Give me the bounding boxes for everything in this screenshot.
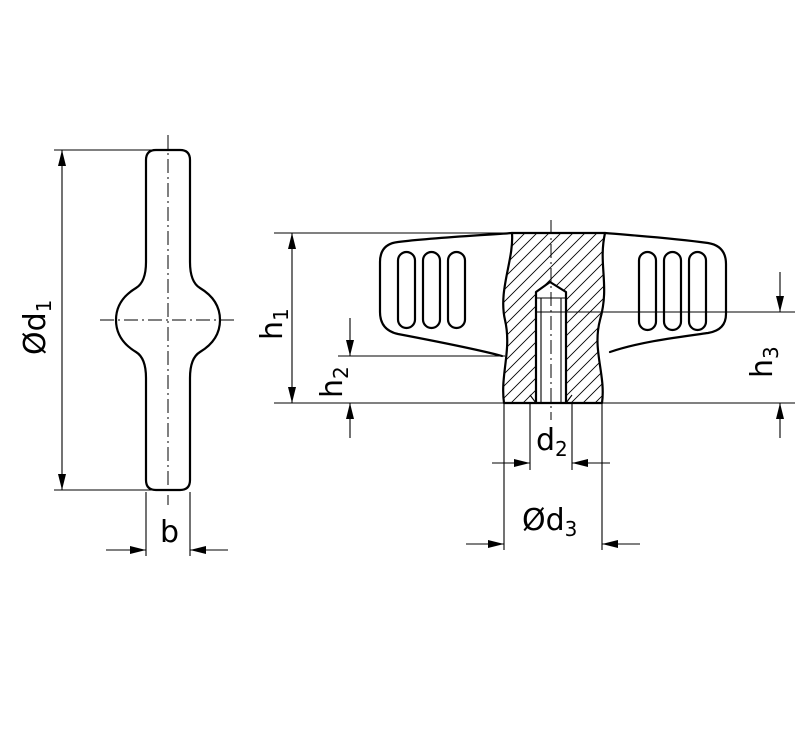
hatch-line [503,233,559,403]
hatch-line [503,233,605,403]
dimension-d3: Ød3 [466,403,640,550]
front-view-wing-outline [378,231,514,358]
hatch-line [503,233,605,403]
hatch-line [503,233,511,403]
label-b: b [160,515,179,550]
hatch-line [503,233,605,403]
side-view: Ød1 b [18,135,236,556]
hatch-line [547,233,605,403]
dimension-d1: Ød1 [18,149,160,491]
label-h1: h1 [255,308,293,340]
dimension-d2: d2 [492,403,610,470]
grip-slot [421,250,442,330]
hatch-line [503,233,571,403]
hub-section-hatching [503,200,800,450]
hatch-line [503,233,605,403]
label-d3: Ød3 [522,503,577,541]
dimension-b: b [106,492,228,556]
hatch-line [608,200,800,450]
side-view-outline [114,148,222,492]
grip-slot [662,250,683,332]
hatch-line [595,233,605,403]
label-h3: h3 [745,346,783,378]
grip-slot [687,250,708,332]
hatch-line [503,233,523,403]
hatch-line [571,233,605,403]
hatch-line [503,233,605,403]
hatch-line [503,233,595,403]
label-h2: h2 [315,366,353,398]
front-view-wing-outline-right [603,231,728,354]
hatch-line [503,233,605,403]
label-d1: Ød1 [18,300,56,355]
hatch-line [503,233,535,403]
hatch-line [503,233,605,403]
grip-slot [637,250,658,332]
hatch-line [583,233,605,403]
dimension-h3: h3 [536,272,795,438]
grip-slot [396,250,417,330]
hatch-line [503,233,547,403]
hatch-line [503,233,605,403]
grip-slot [446,250,467,330]
dimension-h1: h1 [255,232,512,404]
dimension-h2: h2 [315,318,505,438]
front-view: h1 h2 h3 d2 [255,200,800,550]
hatch-line [503,233,583,403]
label-d2: d2 [536,423,568,461]
